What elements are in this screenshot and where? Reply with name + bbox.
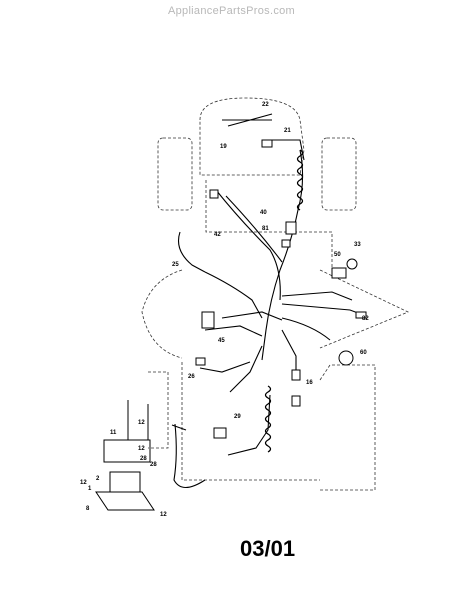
callout-81: 81 [262,226,269,232]
callout-19: 19 [220,144,227,150]
callout-12: 12 [138,446,145,452]
coiled-wires [264,149,304,453]
callout-26: 26 [188,374,195,380]
callout-21: 21 [284,128,291,134]
callout-labels: 22 21 19 40 81 42 33 50 25 60 82 45 26 1… [80,102,369,518]
callout-8: 8 [86,506,90,512]
date-code: 03/01 [240,536,296,561]
callout-60: 60 [360,350,367,356]
callout-28: 28 [150,462,157,468]
callout-29: 29 [234,414,241,420]
callout-50: 50 [334,252,341,258]
callout-12: 12 [138,420,145,426]
components [195,139,367,439]
watermark-text: AppliancePartsPros.com [167,5,296,17]
callout-82: 82 [362,316,369,322]
callout-22: 22 [262,102,269,108]
callout-40: 40 [260,210,267,216]
callout-45: 45 [218,338,225,344]
callout-12: 12 [80,480,87,486]
callout-25: 25 [172,262,179,268]
tractor-outline [141,97,409,491]
callout-2: 2 [96,476,100,482]
callout-16: 16 [306,380,313,386]
callout-33: 33 [354,242,361,248]
wiring-harness [171,113,367,489]
callout-28: 28 [140,456,147,462]
callout-1: 1 [88,486,92,492]
callout-11: 11 [110,430,117,436]
battery-assembly [95,400,155,511]
callout-42: 42 [214,232,221,238]
callout-12: 12 [160,512,167,518]
